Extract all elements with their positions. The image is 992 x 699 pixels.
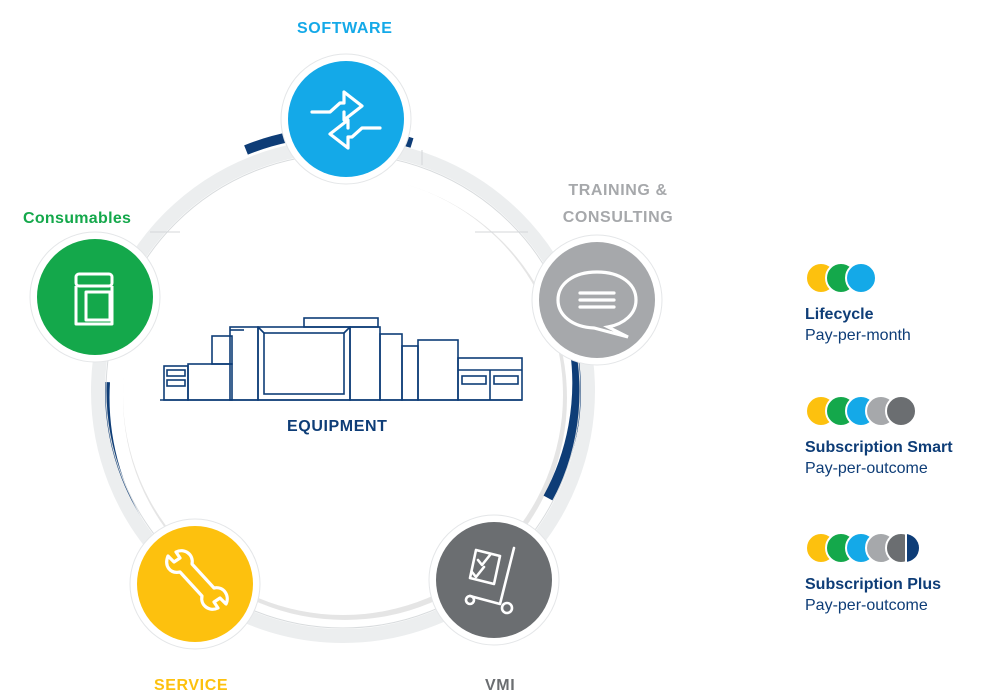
consumables-node[interactable] [29,231,161,363]
legend-name: Subscription Plus [805,576,942,593]
arrows-exchange-icon [310,90,382,150]
legend-name: Subscription Smart [805,439,953,456]
legend-name: Lifecycle [805,306,874,323]
hand-truck-checklist-icon [464,546,516,615]
legend-dots [805,532,941,566]
legend-dot [905,532,921,564]
legend-dot [845,262,877,294]
inner-circle [123,175,563,615]
equipment-label: EQUIPMENT [287,418,388,435]
vmi-label: VMI [485,677,516,694]
training-node[interactable] [531,234,663,366]
legend-item-subscription-smart: Subscription Smart Pay-per-outcome [805,395,953,480]
legend-sub: Pay-per-outcome [805,460,928,477]
toner-cartridge-icon [74,272,114,326]
legend-sub: Pay-per-month [805,327,911,344]
legend-dots [805,262,911,296]
consumables-label: Consumables [23,210,132,227]
legend-dots [805,395,953,429]
legend-sub: Pay-per-outcome [805,597,928,614]
software-node[interactable] [280,53,412,185]
speech-bubble-icon [556,270,638,339]
connector-lines [150,150,528,233]
training-label-line2: CONSULTING [562,209,674,226]
legend-item-lifecycle: Lifecycle Pay-per-month [805,262,911,347]
software-label: SOFTWARE [297,20,393,37]
training-label: TRAINING & CONSULTING [552,177,684,231]
legend-dot [885,395,917,427]
service-label: SERVICE [154,677,229,694]
service-node[interactable] [129,518,261,650]
wrench-icon [165,549,229,611]
equipment-printer-icon [160,317,523,401]
legend-item-subscription-plus: Subscription Plus Pay-per-outcome [805,532,941,617]
vmi-node[interactable] [428,514,560,646]
training-label-line1: TRAINING & [568,182,668,199]
